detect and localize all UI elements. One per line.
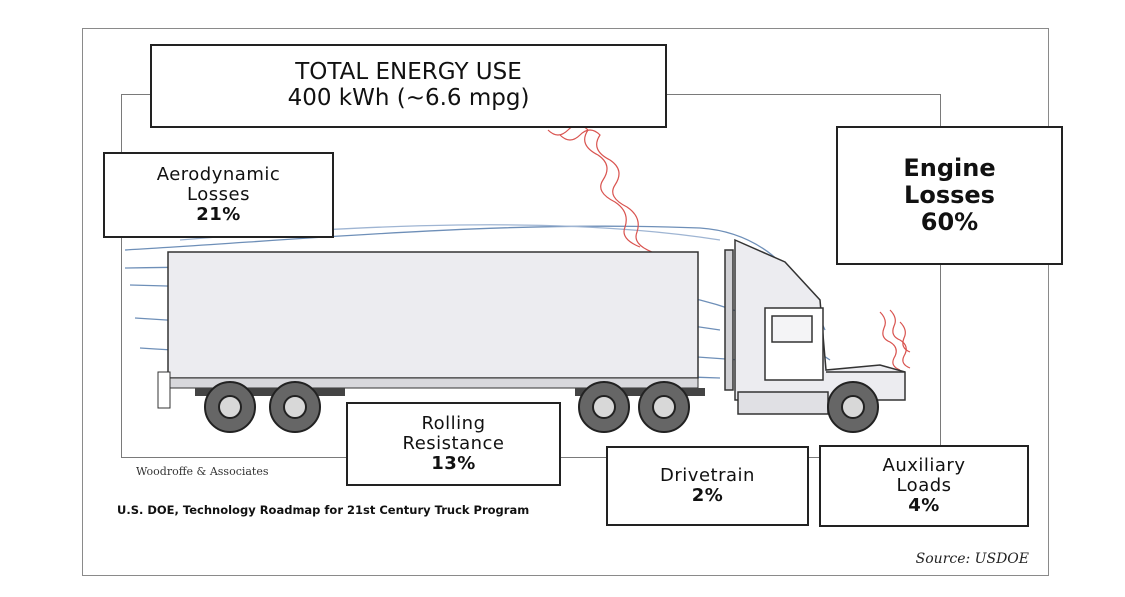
rolling-label-line1: Rolling (421, 414, 485, 434)
aerodynamic-losses-box: Aerodynamic Losses 21% (103, 152, 334, 238)
engine-label-line1: Engine (903, 155, 995, 182)
engine-losses-box: Engine Losses 60% (836, 126, 1063, 265)
drivetrain-box: Drivetrain 2% (606, 446, 809, 526)
total-energy-title: TOTAL ENERGY USE (295, 60, 522, 86)
illustration-credit: Woodroffe & Associates (136, 465, 269, 478)
rolling-percent: 13% (431, 454, 476, 474)
source-note: Source: USDOE (916, 551, 1029, 567)
aerodynamic-percent: 21% (196, 205, 241, 225)
rolling-label-line2: Resistance (403, 434, 505, 454)
drivetrain-label: Drivetrain (660, 466, 755, 486)
total-energy-value: 400 kWh (~6.6 mpg) (288, 86, 530, 112)
citation-text: U.S. DOE, Technology Roadmap for 21st Ce… (117, 503, 607, 518)
tractor-cab (725, 240, 905, 414)
total-energy-box: TOTAL ENERGY USE 400 kWh (~6.6 mpg) (150, 44, 667, 128)
auxiliary-loads-box: Auxiliary Loads 4% (819, 445, 1029, 527)
engine-label-line2: Losses (904, 182, 995, 209)
auxiliary-label-line1: Auxiliary (883, 456, 966, 476)
auxiliary-label-line2: Loads (896, 476, 951, 496)
aerodynamic-label-line2: Losses (187, 185, 250, 205)
drivetrain-percent: 2% (692, 486, 724, 506)
auxiliary-percent: 4% (908, 496, 940, 516)
engine-percent: 60% (921, 209, 978, 236)
rolling-resistance-box: Rolling Resistance 13% (346, 402, 561, 486)
aerodynamic-label-line1: Aerodynamic (157, 165, 281, 185)
